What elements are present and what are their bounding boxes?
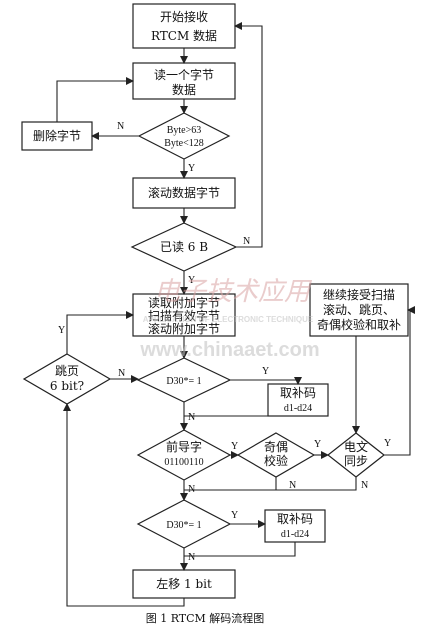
- watermark-en: APPLICATION OF ELECTRONIC TECHNIQUE: [143, 315, 314, 324]
- line-parity-no: [184, 477, 277, 491]
- d30-2-label: D30*= 1: [166, 520, 201, 531]
- sync-line2: 同步: [344, 454, 368, 468]
- delete-byte-node: 删除字节: [21, 121, 93, 151]
- complement-1-line2: d1-d24: [284, 403, 312, 414]
- check-range-line1: Byte>63: [167, 125, 202, 136]
- parity-decision: 奇偶 校验: [236, 432, 316, 478]
- label-y-preamble: Y: [231, 441, 238, 452]
- preamble-line2: 01100110: [164, 457, 203, 468]
- branch-labels: N Y N Y Y N Y N Y Y Y N N N Y N: [58, 121, 391, 563]
- arrow-shift-to-skip6: [63, 403, 185, 607]
- check-range-line2: Byte<128: [164, 138, 204, 149]
- complement-2-line2: d1-d24: [281, 529, 309, 540]
- shift-node: 左移 1 bit: [132, 569, 236, 599]
- label-y-sync: Y: [384, 438, 391, 449]
- skip6-line2: 6 bit?: [50, 379, 84, 393]
- continue-node: 继续接受扫描 滚动、跳页、 奇偶校验和取补: [309, 283, 409, 337]
- roll-byte-node: 滚动数据字节: [132, 177, 236, 209]
- complement-1-line1: 取补码: [280, 386, 316, 400]
- d30-decision-2: D30*= 1: [136, 499, 232, 549]
- skip6-line1: 跳页: [55, 364, 79, 378]
- label-y-parity: Y: [314, 439, 321, 450]
- read-append-line1: 读取附加字节: [148, 295, 220, 310]
- complement-2-line1: 取补码: [277, 512, 313, 526]
- label-n-d30-2: N: [188, 552, 195, 563]
- skip6-decision: 跳页 6 bit?: [22, 353, 112, 405]
- preamble-line1: 前导字: [166, 439, 202, 454]
- line-sync-no: [276, 477, 357, 491]
- d30-1-label: D30*= 1: [166, 376, 201, 387]
- label-n-preamble: N: [188, 484, 195, 495]
- arrow-delete-to-read: [56, 77, 134, 122]
- complement-node-2: 取补码 d1-d24: [264, 509, 326, 543]
- figure-caption: 图 1 RTCM 解码流程图: [146, 611, 265, 625]
- sync-line1: 电文: [344, 439, 368, 454]
- start-line1: 开始接收: [160, 9, 208, 24]
- read-append-line2: 扫描有效字节: [148, 308, 220, 323]
- label-n-parity: N: [289, 480, 296, 491]
- line-complement-2-back: [184, 542, 296, 557]
- label-y-read6: Y: [188, 275, 195, 286]
- read-byte-node: 读一个字节 数据: [132, 62, 236, 100]
- label-y-d30-1: Y: [262, 366, 269, 377]
- preamble-decision: 前导字 01100110: [136, 429, 232, 481]
- read-append-node: 读取附加字节 扫描有效字节 滚动附加字节: [132, 293, 236, 337]
- delete-byte-label: 删除字节: [33, 128, 81, 143]
- roll-byte-label: 滚动数据字节: [148, 185, 220, 200]
- check-range-decision: Byte>63 Byte<128: [137, 112, 231, 160]
- sync-decision: 电文 同步: [327, 432, 385, 478]
- start-line2: RTCM 数据: [151, 28, 217, 43]
- label-y-d30-2: Y: [231, 510, 238, 521]
- arrow-d30-yes-to-complement: [230, 377, 302, 385]
- read-append-line3: 滚动附加字节: [148, 321, 220, 336]
- complement-node-1: 取补码 d1-d24: [267, 383, 329, 417]
- label-n-read6: N: [243, 236, 250, 247]
- watermark-url: www.chinaaet.com: [139, 339, 319, 361]
- read-byte-line1: 读一个字节: [154, 67, 214, 82]
- arrow-skip6-yes-to-append: [66, 311, 134, 354]
- label-n-check: N: [117, 121, 124, 132]
- d30-decision-1: D30*= 1: [136, 357, 232, 403]
- arrow-sync-yes-to-continue: [384, 306, 415, 456]
- label-n-sync: N: [361, 480, 368, 491]
- watermark: 电子技术应用 APPLICATION OF ELECTRONIC TECHNIQ…: [139, 277, 319, 361]
- read6-decision: 已读 6 B: [130, 222, 238, 272]
- read6-label: 已读 6 B: [160, 240, 208, 254]
- parity-line1: 奇偶: [264, 440, 288, 454]
- start-node: 开始接收 RTCM 数据: [132, 3, 236, 49]
- continue-line2: 滚动、跳页、: [323, 302, 395, 317]
- continue-line1: 继续接受扫描: [323, 287, 395, 302]
- arrow-read6-no-to-start: [234, 22, 263, 248]
- label-n-d30-1: N: [188, 412, 195, 423]
- shift-label: 左移 1 bit: [156, 576, 212, 591]
- read-byte-line2: 数据: [172, 82, 196, 97]
- connectors: [56, 22, 415, 607]
- continue-line3: 奇偶校验和取补: [317, 317, 401, 332]
- label-y-check: Y: [188, 163, 195, 174]
- watermark-cn: 电子技术应用: [154, 277, 313, 307]
- parity-line2: 校验: [264, 453, 288, 468]
- label-y-skip6: Y: [58, 325, 65, 336]
- label-n-skip6: N: [118, 368, 125, 379]
